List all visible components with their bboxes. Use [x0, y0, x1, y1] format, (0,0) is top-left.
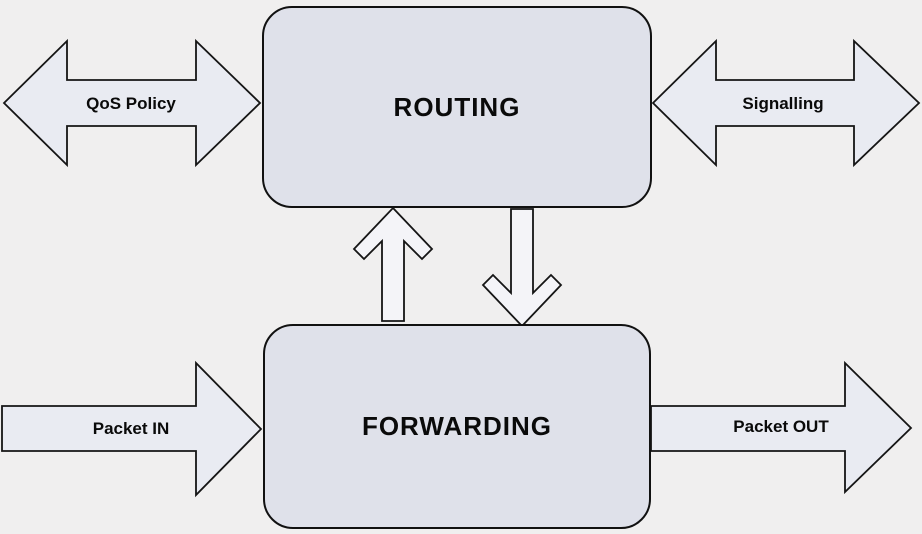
qos-policy-label: QoS Policy	[86, 94, 176, 113]
down-arrow	[481, 208, 563, 328]
up-arrow	[352, 206, 434, 322]
forwarding-box: FORWARDING	[263, 324, 651, 529]
forwarding-box-label: FORWARDING	[361, 411, 553, 441]
routing-box-label: ROUTING	[393, 91, 521, 122]
signalling-label: Signalling	[742, 94, 824, 113]
packet-in-arrow	[1, 360, 263, 498]
packet-out-arrow	[650, 360, 913, 495]
qos-policy-arrow	[2, 38, 262, 168]
signalling-arrow	[651, 38, 921, 168]
packet-in-label: Packet IN	[92, 419, 170, 438]
routing-box: ROUTING	[262, 6, 652, 208]
packet-out-label: Packet OUT	[733, 417, 829, 436]
